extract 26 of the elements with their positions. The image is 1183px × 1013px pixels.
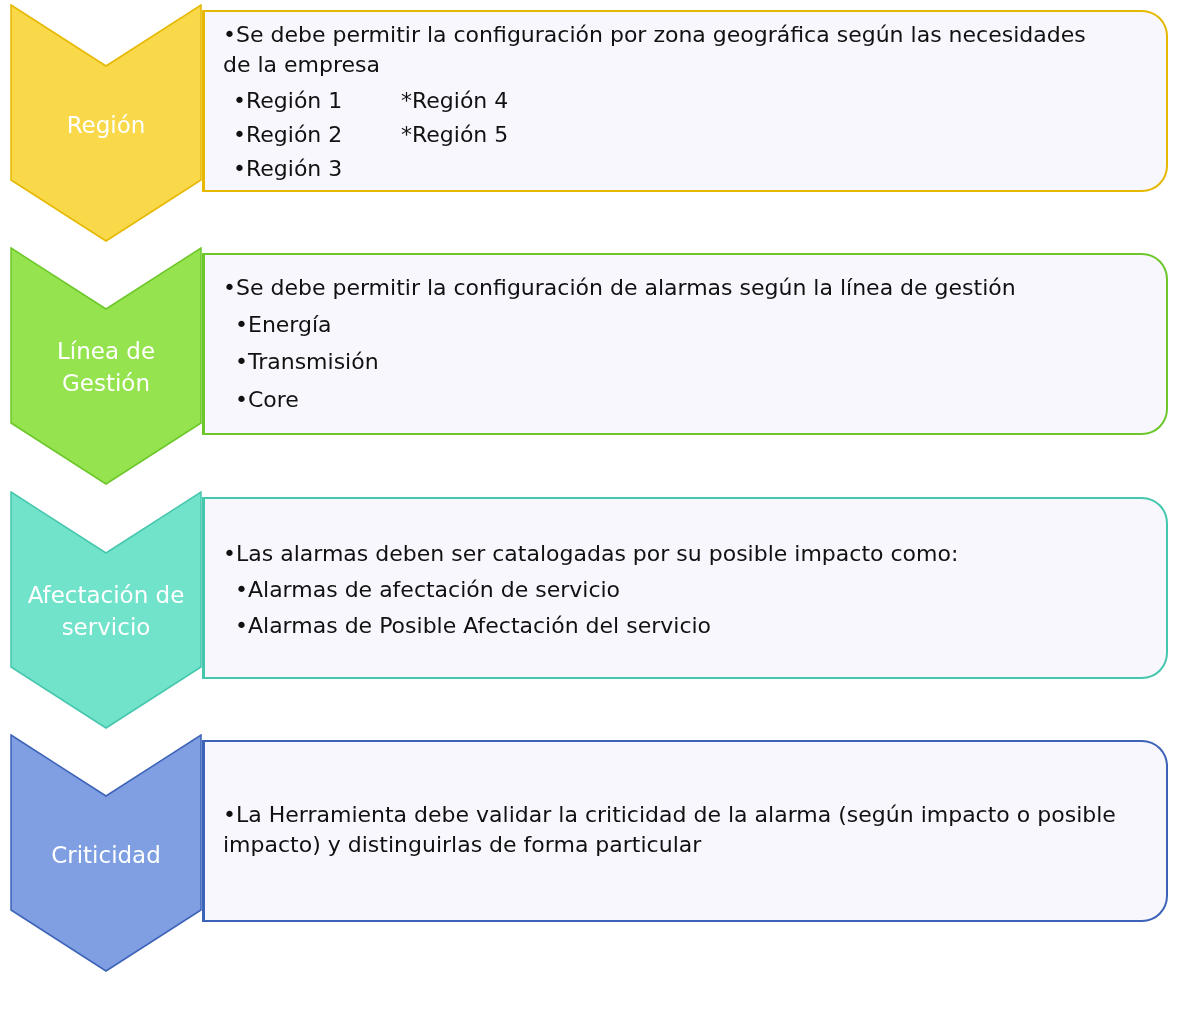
list-item: •Energía bbox=[235, 311, 332, 339]
list-item: •Región 3 bbox=[233, 155, 343, 183]
list-item: *Región 4 bbox=[401, 87, 509, 115]
list-item: •Alarmas de Posible Afectación del servicio bbox=[235, 612, 712, 640]
requirement-text: •Se debe permitir la configuración de alarmas según la línea de gestión bbox=[223, 274, 1017, 302]
step-label: Región bbox=[65, 111, 147, 140]
requirement-card bbox=[202, 253, 1168, 435]
category-banner bbox=[10, 247, 202, 485]
list-item: •Core bbox=[235, 386, 299, 414]
step-label: Criticidad bbox=[50, 841, 162, 870]
step-label: Línea de Gestión bbox=[55, 337, 157, 398]
requirement-text: •Las alarmas deben ser catalogadas por su posible impacto como: bbox=[223, 540, 960, 568]
list-item: *Región 5 bbox=[401, 121, 509, 149]
step-label: Afectación de servicio bbox=[26, 581, 186, 642]
requirement-text: •La Herramienta debe validar la criticidad de la alarma (según impacto o posible impacto) y distinguirlas de forma particular bbox=[223, 801, 1117, 859]
category-banner bbox=[10, 734, 202, 972]
requirement-card bbox=[202, 497, 1168, 679]
list-item: •Región 1 bbox=[233, 87, 343, 115]
list-item: •Transmisión bbox=[235, 348, 379, 376]
category-banner bbox=[10, 491, 202, 729]
list-item: •Región 2 bbox=[233, 121, 343, 149]
requirement-card bbox=[202, 10, 1168, 192]
requirement-text: •Se debe permitir la configuración por zona geográfica según las necesidades de la empresa bbox=[223, 21, 1087, 79]
requirement-card bbox=[202, 740, 1168, 922]
list-item: •Alarmas de afectación de servicio bbox=[235, 576, 621, 604]
category-banner bbox=[10, 4, 202, 242]
